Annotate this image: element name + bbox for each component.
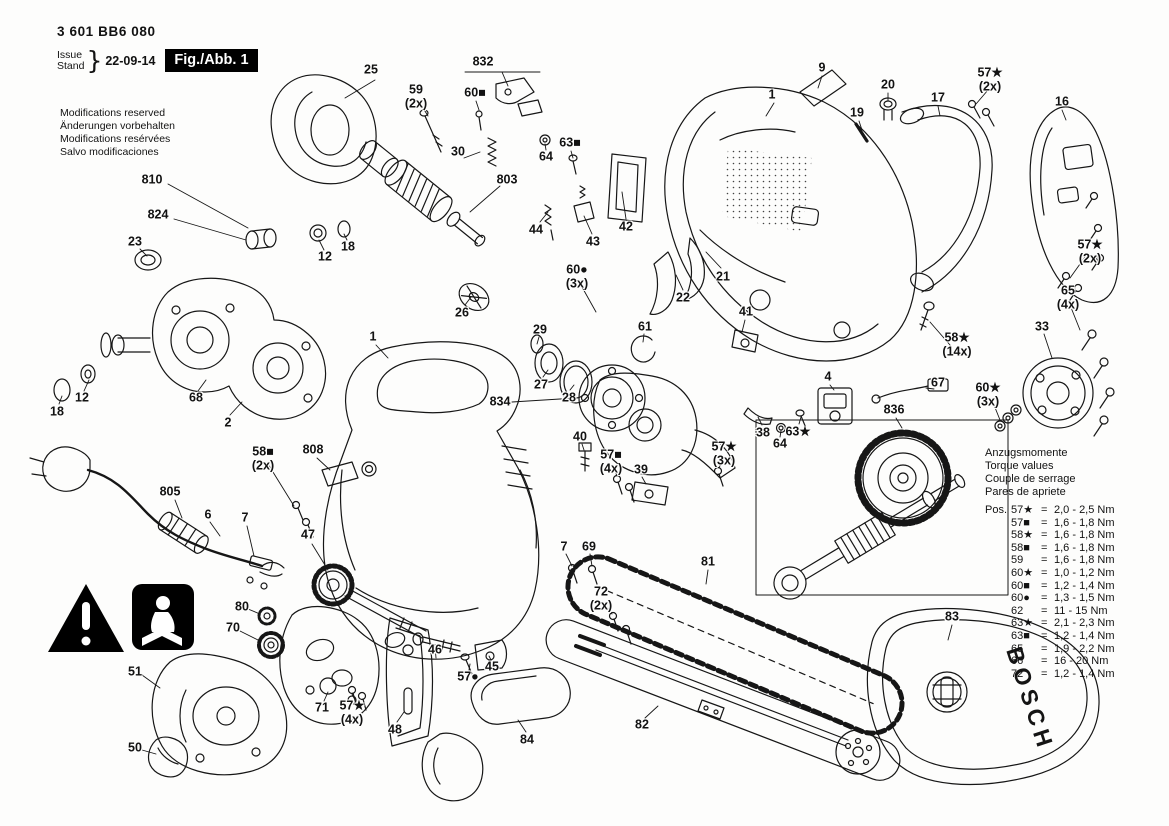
warning-triangle-icon bbox=[48, 584, 124, 652]
cover-plate-drawing bbox=[147, 653, 288, 778]
rear-housing-shell-drawing bbox=[664, 69, 995, 362]
motor-field-housing-drawing bbox=[270, 74, 377, 185]
gear-train-drawing bbox=[755, 404, 1022, 600]
torque-row-60■: 60■=1,2 - 1,4 Nm bbox=[1011, 579, 1115, 592]
fan-and-washers-drawing bbox=[458, 282, 656, 404]
bosch-logo bbox=[926, 671, 968, 713]
torque-row-63★: 63★=2,1 - 2,3 Nm bbox=[1011, 617, 1115, 630]
figure-badge: Fig./Abb. 1 bbox=[165, 49, 258, 72]
torque-row-57■: 57■=1,6 - 1,8 Nm bbox=[1011, 516, 1115, 529]
leader-lines bbox=[58, 71, 1086, 755]
torque-row-57★: Pos.57★=2,0 - 2,5 Nm bbox=[985, 504, 1115, 516]
brush-plate-drawing bbox=[419, 77, 578, 175]
levers-and-switch-drawing bbox=[649, 237, 949, 434]
torque-row-60●: 60●=1,3 - 1,5 Nm bbox=[1011, 592, 1115, 605]
issue-label: Issue bbox=[57, 48, 83, 61]
part-number: 3 601 BB6 080 bbox=[57, 24, 156, 39]
clamp-flange-drawing bbox=[578, 364, 646, 432]
angle-gear-unit-drawing bbox=[53, 220, 351, 420]
torque-row-60★: 60★=1,0 - 1,2 Nm bbox=[1011, 566, 1115, 579]
torque-title-line: Torque values bbox=[985, 460, 1054, 472]
issue-stand: Issue Stand } 22-09-14 Fig./Abb. 1 bbox=[57, 46, 258, 75]
torque-title-line: Couple de serrage bbox=[985, 473, 1076, 485]
torque-row-62: 62=11 - 15 Nm bbox=[1011, 604, 1108, 617]
bearing-flange-drawing bbox=[1022, 329, 1115, 437]
torque-row-58■: 58■=1,6 - 1,8 Nm bbox=[1011, 541, 1115, 554]
front-handle-drawing bbox=[421, 667, 571, 802]
torque-title-line: Pares de apriete bbox=[985, 486, 1066, 498]
torque-title-line: Anzugsmomente bbox=[985, 447, 1068, 459]
note-line: Änderungen vorbehalten bbox=[60, 120, 176, 132]
torque-row-63■: 63■=1,2 - 1,4 Nm bbox=[1011, 629, 1115, 642]
torque-row-59: 59=1,6 - 1,8 Nm bbox=[1011, 554, 1115, 567]
read-manual-icon bbox=[132, 584, 194, 650]
torque-row-65: 65=1,9 - 2,2 Nm bbox=[1011, 642, 1115, 655]
note-line: Modifications reserved bbox=[60, 107, 166, 119]
oil-pump-drawing bbox=[257, 563, 508, 747]
side-cover-drawing bbox=[1029, 106, 1119, 304]
brace-glyph: } bbox=[86, 46, 103, 75]
note-line: Modifications resérvées bbox=[60, 133, 171, 145]
saw-chain-drawing bbox=[565, 554, 905, 736]
power-cord-drawing bbox=[29, 446, 285, 590]
issue-date: 22-09-14 bbox=[105, 53, 156, 68]
header: 3 601 BB6 080 Issue Stand } 22-09-14 Fig… bbox=[57, 24, 258, 75]
guide-bar-drawing bbox=[545, 619, 901, 781]
brush-holder-drawing bbox=[544, 153, 647, 241]
torque-row-72: 72=1,2 - 1,4 Nm bbox=[1011, 667, 1115, 680]
torque-row-58★: 58★=1,6 - 1,8 Nm bbox=[1011, 529, 1115, 542]
note-line: Salvo modificaciones bbox=[60, 146, 159, 158]
torque-row-66: 66=16 - 20 Nm bbox=[1011, 655, 1109, 668]
stand-label: Stand bbox=[57, 59, 85, 72]
main-body-drawing bbox=[291, 341, 540, 660]
rear-handle-drawing bbox=[899, 104, 993, 293]
armature-drawing bbox=[359, 140, 486, 247]
